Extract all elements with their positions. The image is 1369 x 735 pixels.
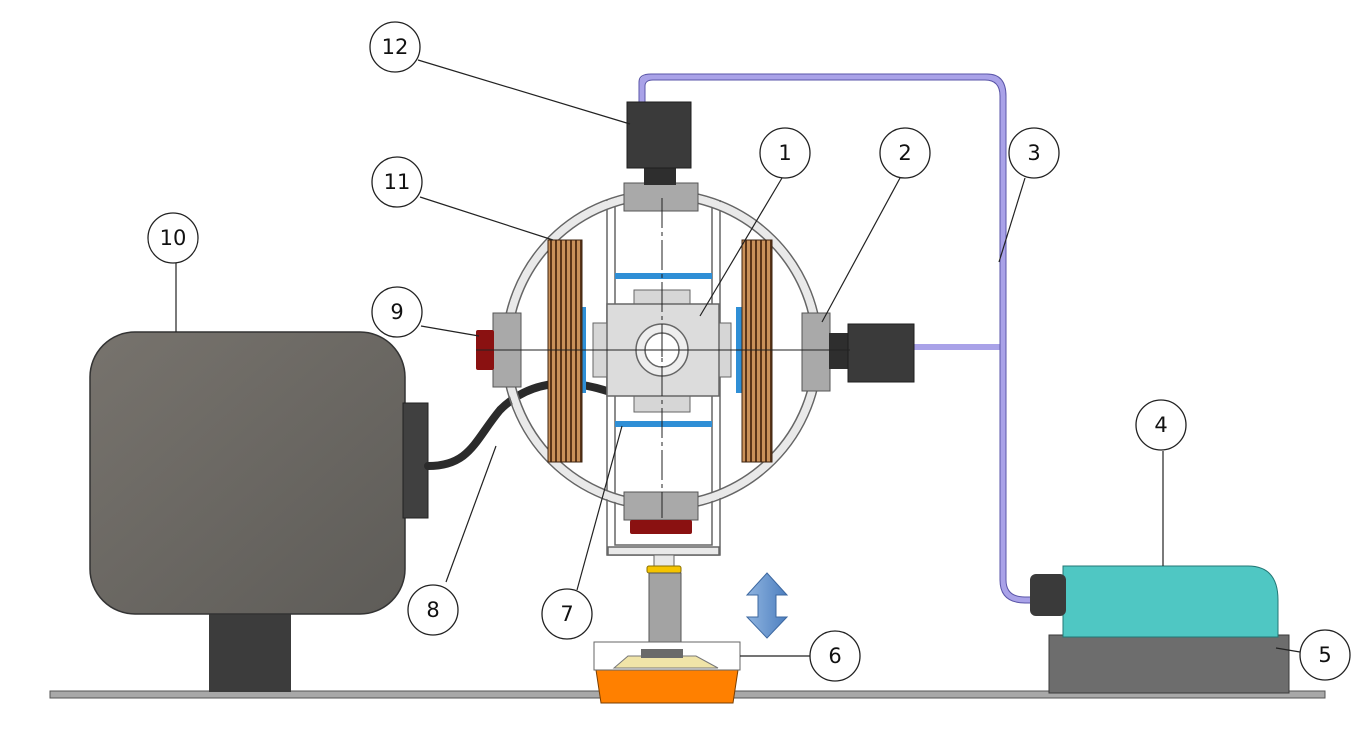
- coil-left: [547, 239, 583, 463]
- callout-label: 3: [1027, 141, 1040, 165]
- leader-lines: [175, 59, 1301, 657]
- motor-stand: [209, 612, 291, 692]
- callout-label: 4: [1154, 413, 1167, 437]
- callout-12: 12: [369, 21, 421, 73]
- stand-block: [1048, 634, 1290, 694]
- right-sensor-assembly: [801, 312, 915, 392]
- sensor-housing: [1062, 565, 1279, 638]
- tube-line: [639, 74, 1035, 603]
- callout-2: 2: [879, 127, 931, 179]
- callout-9: 9: [371, 286, 423, 338]
- callout-label: 7: [560, 602, 573, 626]
- sensor-unit: [1030, 565, 1290, 694]
- coil-right: [741, 239, 773, 463]
- tube-line-outline: [638, 73, 1035, 604]
- callout-label: 10: [160, 226, 187, 250]
- callout-11: 11: [371, 156, 423, 208]
- motor-flange: [402, 402, 429, 519]
- callout-label: 8: [426, 598, 439, 622]
- sensor-connector: [1030, 574, 1066, 616]
- callout-label: 1: [778, 141, 791, 165]
- callout-label: 6: [828, 644, 841, 668]
- callout-1: 1: [759, 127, 811, 179]
- callout-4: 4: [1135, 399, 1187, 451]
- motion-arrow: [745, 572, 789, 639]
- motor-cable: [424, 379, 614, 470]
- sample-cup: [593, 641, 741, 704]
- callout-3: 3: [1008, 127, 1060, 179]
- motor-body: [89, 331, 406, 615]
- callout-10: 10: [147, 212, 199, 264]
- callout-label: 9: [390, 300, 403, 324]
- shaft: [646, 554, 682, 646]
- motor-unit: [89, 331, 429, 692]
- centerlines: [476, 198, 850, 518]
- callout-8: 8: [407, 584, 459, 636]
- callout-label: 12: [382, 35, 409, 59]
- callout-7: 7: [541, 588, 593, 640]
- callout-label: 11: [384, 170, 411, 194]
- bottom-clamp: [623, 491, 699, 534]
- top-sensor-assembly: [623, 101, 699, 212]
- callout-6: 6: [809, 630, 861, 682]
- callout-label: 2: [898, 141, 911, 165]
- callout-label: 5: [1318, 643, 1331, 667]
- callout-5: 5: [1299, 629, 1351, 681]
